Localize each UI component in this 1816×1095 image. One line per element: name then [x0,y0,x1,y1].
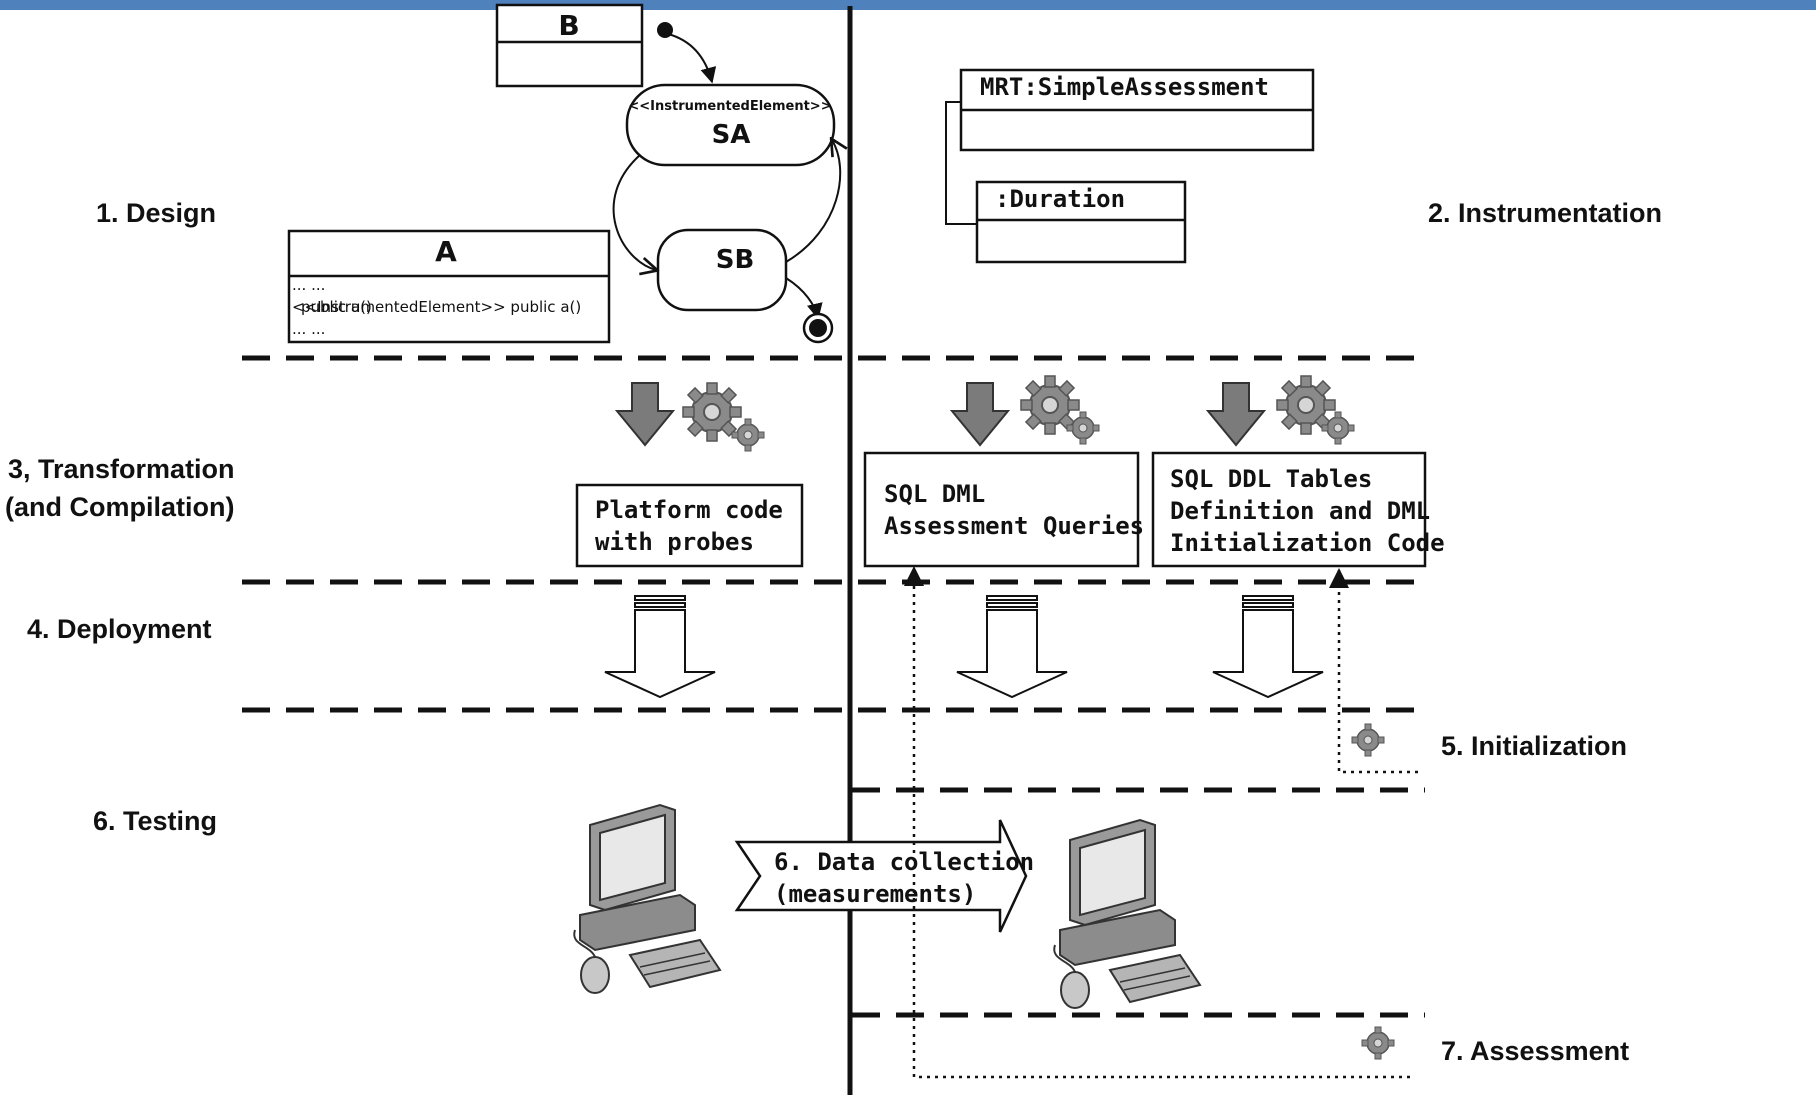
transform-arrow-platform [616,382,674,446]
computer-icon [573,804,721,994]
platform-code-line2: with probes [595,528,754,556]
phase-initialization-label: 5. Initialization [1441,731,1627,761]
sql-dml-box: SQL DML Assessment Queries [863,451,1144,568]
transition-sa-to-sb [612,154,656,270]
phase-transformation-label: 3, Transformation [8,454,235,484]
data-collection-line1: 6. Data collection [774,848,1034,876]
duration-object: :Duration [975,180,1187,264]
gear-icon [1351,723,1385,757]
state-sa: <<InstrumentedElement>> SA [625,83,836,167]
platform-code-line1: Platform code [595,496,783,524]
deploy-arrow-dml [956,595,1068,698]
state-sa-name: SA [712,120,751,150]
init-dotted-arrow [1329,568,1418,774]
sql-dml-line1: SQL DML [884,480,985,508]
class-a-operation: <<InstrumentedElement>> public a() [292,298,581,316]
state-sb: SB [656,228,788,312]
transform-arrow-ddl [1207,382,1265,446]
phase-instrumentation-label: 2. Instrumentation [1428,198,1662,228]
sql-ddl-box: SQL DDL Tables Definition and DML Initia… [1151,451,1445,568]
phase-design-label: 1. Design [96,198,216,228]
assessment-dotted-arrow [904,566,1410,1079]
gear-icon [1361,1026,1395,1060]
phase-testing-label: 6. Testing [93,806,217,836]
state-sa-stereotype: <<InstrumentedElement>> [628,99,831,114]
class-b: B [495,3,644,88]
sql-ddl-line1: SQL DDL Tables [1170,465,1372,493]
state-sb-name: SB [716,245,755,275]
sql-ddl-line3: Initialization Code [1170,529,1445,557]
phase-transformation-sublabel: (and Compilation) [5,492,234,522]
simple-assessment-object: MRT:SimpleAssessment [959,68,1315,152]
class-a-name: A [435,235,457,268]
gear-small-icon [731,418,765,452]
deploy-arrow-ddl [1212,595,1324,698]
sql-ddl-line2: Definition and DML [1170,497,1430,525]
duration-name: :Duration [995,185,1125,213]
transition-sb-to-sa [785,140,840,263]
platform-code-box: Platform code with probes [575,483,804,568]
class-a: A ... ... <<InstrumentedElement>> public… [287,229,611,344]
computer-icon [1053,819,1201,1009]
phase-separators [242,355,1425,1018]
data-collection-arrow: 6. Data collection (measurements) [734,819,1034,933]
deploy-arrow-platform [604,595,716,698]
phase-deployment-label: 4. Deployment [27,614,212,644]
final-state [802,312,834,344]
initial-transition [667,33,717,84]
composition-link [945,101,977,225]
transform-arrow-dml [951,382,1009,446]
gear-small-icon [1066,411,1100,445]
class-b-name: B [558,9,579,42]
class-a-dots-top: ... ... [292,276,325,294]
sql-dml-line2: Assessment Queries [884,512,1144,540]
gear-small-icon [1321,411,1355,445]
phase-assessment-label: 7. Assessment [1441,1036,1629,1066]
final-transition [785,277,823,320]
class-a-dots-bottom: ... ... [292,320,325,338]
simple-assessment-name: MRT:SimpleAssessment [980,73,1269,101]
data-collection-line2: (measurements) [774,880,976,908]
top-bar [0,0,1816,10]
class-a-operation-overlap: public a() [301,298,372,316]
